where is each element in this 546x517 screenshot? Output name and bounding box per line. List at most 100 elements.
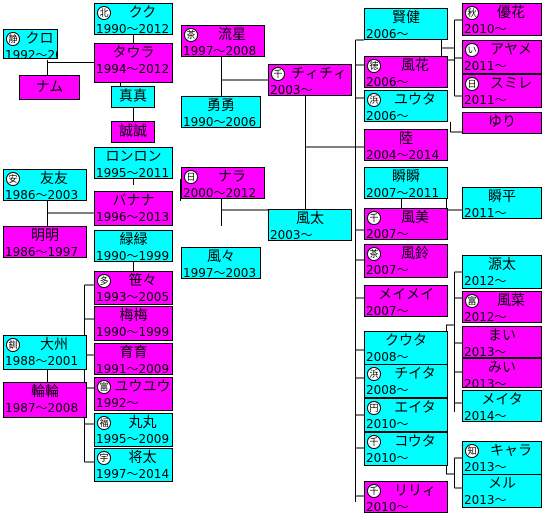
- node-years: 2006〜: [366, 27, 409, 40]
- node-name: ゆり: [488, 114, 516, 130]
- region-badge-icon: 富: [465, 294, 479, 308]
- node-name: クウタ: [385, 333, 427, 349]
- node-name: 育育: [119, 345, 148, 361]
- region-badge-icon: 秋: [465, 6, 479, 20]
- node-years: 1990〜2006: [183, 115, 257, 128]
- region-badge-icon: 徳: [367, 59, 381, 73]
- region-badge-icon: 日: [184, 170, 198, 184]
- region-badge-icon: 宇: [97, 451, 111, 465]
- node-name: 緑緑: [119, 232, 148, 248]
- node-name: みい: [488, 360, 516, 376]
- node-name: 瞬瞬: [392, 169, 420, 185]
- node-name: ユウユウ: [114, 379, 171, 395]
- node-name: 賢健: [392, 10, 420, 26]
- node-name: リリィ: [394, 483, 436, 499]
- node-years: 1996〜2013: [96, 210, 170, 224]
- node-years: 2008〜: [366, 383, 409, 397]
- node-years: 1986〜1997: [5, 245, 79, 258]
- node-years: 1986〜2003: [5, 188, 79, 201]
- node-name: メイタ: [481, 392, 523, 408]
- node-years: 2011〜: [464, 206, 507, 219]
- node-years: 2013〜: [464, 377, 507, 388]
- region-badge-icon: 浜: [367, 93, 381, 107]
- node-name: 源太: [488, 257, 516, 273]
- node-name: 輪輪: [31, 384, 59, 400]
- region-badge-icon: 静: [6, 32, 20, 46]
- node-years: 2012〜: [464, 310, 507, 323]
- node-name: 将太: [128, 450, 157, 466]
- node-years: 2012〜: [464, 274, 507, 288]
- node-name: タウラ: [112, 45, 155, 61]
- node-name: 優花: [497, 5, 525, 21]
- node-name: 陸: [399, 131, 413, 147]
- node-name: クク: [128, 5, 157, 21]
- region-badge-icon: 千: [367, 435, 381, 449]
- region-badge-icon: 福: [97, 416, 111, 430]
- node-years: 1994〜2012: [96, 62, 170, 76]
- node-years: 1988〜2001: [5, 354, 79, 368]
- region-badge-icon: 円: [367, 401, 381, 415]
- node-years: 1997〜2008: [183, 44, 257, 57]
- region-badge-icon: 北: [97, 6, 111, 20]
- node-name: ナラ: [218, 169, 246, 185]
- node-years: 2014〜: [464, 409, 507, 422]
- node-years: 1993〜2005: [96, 290, 170, 304]
- node-name: 明明: [31, 228, 59, 244]
- node-years: 2007〜2011: [366, 186, 440, 199]
- node-years: 2010〜: [366, 451, 409, 465]
- region-badge-icon: 茶: [367, 247, 381, 261]
- node-name: 誠誠: [119, 123, 147, 140]
- node-name: 風花: [401, 58, 429, 74]
- region-badge-icon: 千: [367, 484, 381, 498]
- node-name: 梅梅: [119, 308, 148, 324]
- node-name: クロ: [25, 31, 54, 47]
- node-name: スミレ: [490, 76, 532, 92]
- node-seisei: 誠誠: [111, 121, 155, 143]
- node-years: 1997〜2014: [96, 467, 170, 481]
- node-yuri: ゆり2013〜: [462, 112, 542, 134]
- node-name: チイタ: [394, 366, 436, 382]
- region-badge-icon: 安: [6, 172, 20, 186]
- node-name: 流星: [218, 27, 246, 43]
- region-badge-icon: 多: [97, 274, 111, 288]
- node-name: 笹々: [128, 273, 157, 289]
- node-years: 2013〜: [464, 493, 507, 507]
- node-years: 1990〜2012: [96, 22, 170, 35]
- node-years: 2006〜: [366, 109, 409, 122]
- node-years: 2010〜: [366, 500, 409, 513]
- region-badge-icon: 日: [465, 77, 479, 91]
- node-name: チィチィ: [291, 66, 347, 82]
- node-namu: ナム: [19, 75, 80, 100]
- node-years: 2011〜: [464, 59, 507, 73]
- node-name: メイメイ: [378, 287, 434, 303]
- node-years: 2013〜: [464, 345, 507, 358]
- region-badge-icon: 浜: [367, 367, 381, 381]
- node-name: 丸丸: [128, 415, 157, 431]
